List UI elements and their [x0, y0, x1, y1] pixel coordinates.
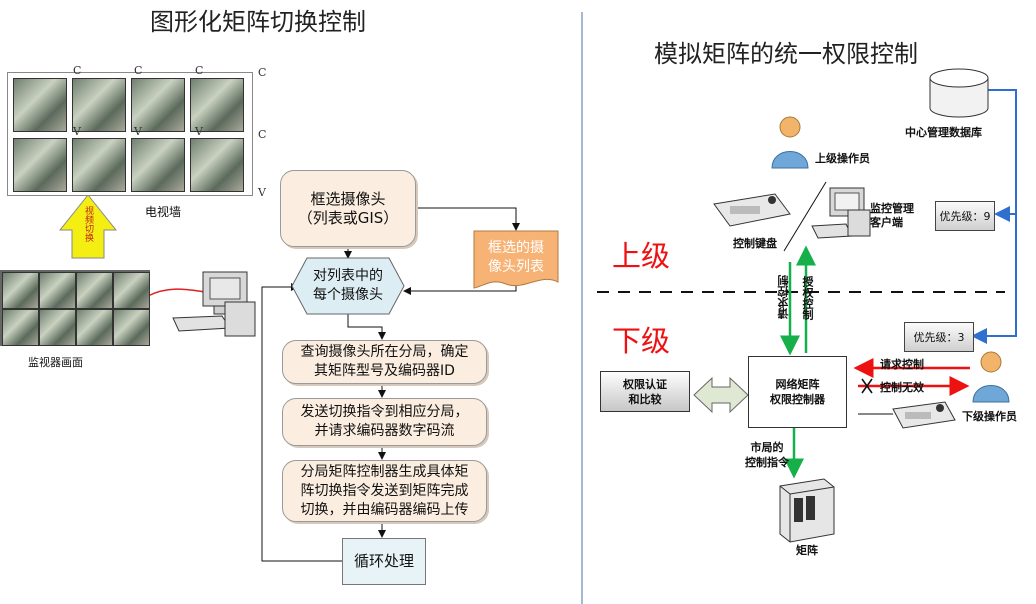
arrow-text: 视频切换 — [83, 206, 93, 242]
red-cable-line — [147, 288, 206, 297]
network-matrix-controller: 网络矩阵 权限控制器 — [748, 356, 847, 428]
camera-thumb[interactable] — [39, 272, 76, 309]
list-doc-shape — [473, 230, 559, 289]
upper-level-label: 上级 — [612, 239, 671, 273]
tv-letter: C — [134, 64, 143, 77]
control-invalid-label: 控制无效 — [880, 381, 924, 394]
tv-wall-label: 电视墙 — [145, 205, 182, 219]
flow-camera-list: 框选的摄 像头列表 — [488, 240, 544, 275]
flow-step-query: 查询摄像头所在分局，确定 其矩阵型号及编码器ID — [282, 340, 487, 384]
computer-icon — [172, 271, 256, 337]
tv-letter: V — [195, 125, 203, 138]
tv-screen — [13, 138, 67, 192]
lower-operator-label: 下级操作员 — [962, 410, 1017, 423]
tv-letter: C — [73, 64, 82, 77]
upper-operator-label: 上级操作员 — [815, 152, 870, 165]
tv-screen — [131, 138, 185, 192]
tv-letter: V — [73, 125, 81, 138]
database-icon — [929, 68, 989, 118]
db-label: 中心管理数据库 — [905, 126, 982, 139]
upper-operator-icon — [771, 116, 809, 169]
client-computer-icon — [811, 187, 871, 239]
tv-letter: C — [258, 66, 267, 79]
control-keyboard-label: 控制键盘 — [733, 237, 777, 250]
lower-level-label: 下级 — [612, 324, 671, 358]
tv-screen — [13, 78, 67, 132]
yellow-up-arrow — [58, 194, 118, 259]
flow-select-cameras: 框选摄像头 （列表或GIS） — [280, 170, 416, 247]
tv-screen — [190, 138, 244, 192]
matrix-server-icon — [779, 478, 835, 543]
priority-upper-box: 优先级：9 — [935, 201, 995, 231]
camera-thumb[interactable] — [2, 309, 39, 346]
control-keyboard-icon — [713, 193, 791, 227]
client-label: 监控管理 客户端 — [870, 202, 914, 229]
camera-thumb[interactable] — [39, 309, 76, 346]
priority-lower-box: 优先级：3 — [904, 322, 974, 352]
lower-operator-icon — [972, 351, 1010, 403]
grant-control-label: 授权控制 — [801, 276, 814, 320]
double-arrow — [693, 376, 749, 414]
flow-each-camera: 对列表中的 每个摄像头 — [313, 268, 383, 303]
matrix-label: 矩阵 — [796, 544, 818, 557]
tv-letter: C — [195, 64, 204, 77]
each-camera-shape — [291, 257, 405, 315]
right-title: 模拟矩阵的统一权限控制 — [654, 40, 918, 68]
flow-step-switch: 分局矩阵控制器生成具体矩 阵切换指令发送到矩阵完成 切换，并由编码器编码上传 — [282, 460, 487, 522]
request-up-label: 请求控制 — [777, 275, 790, 319]
camera-thumb[interactable] — [113, 272, 150, 309]
camera-thumb[interactable] — [113, 309, 150, 346]
flow-loop: 循环处理 — [342, 538, 426, 585]
tv-screen — [190, 78, 244, 132]
tv-screen — [72, 78, 126, 132]
left-title: 图形化矩阵切换控制 — [150, 8, 366, 36]
lower-keyboard-icon — [892, 401, 956, 429]
tv-screen — [131, 78, 185, 132]
request-control-label: 请求控制 — [880, 358, 924, 371]
flow-step-send: 发送切换指令到相应分局， 并请求编码器数字码流 — [282, 398, 487, 446]
tv-letter: C — [258, 128, 267, 141]
camera-thumb[interactable] — [76, 309, 113, 346]
camera-thumb[interactable] — [76, 272, 113, 309]
monitor-label: 监视器画面 — [28, 356, 83, 369]
auth-compare-box: 权限认证 和比较 — [600, 371, 690, 412]
camera-thumb[interactable] — [2, 272, 39, 309]
city-cmd-label: 市局的 控制指令 — [745, 441, 789, 469]
tv-screen — [72, 138, 126, 192]
tv-letter: V — [134, 125, 142, 138]
tv-letter: V — [258, 186, 266, 199]
